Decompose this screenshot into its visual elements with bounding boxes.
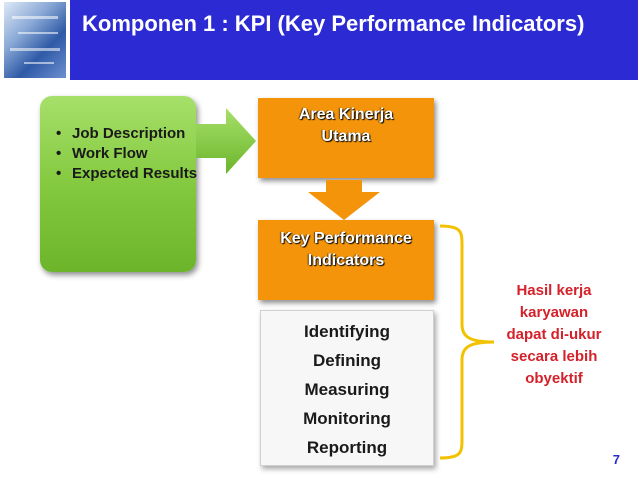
slide-title: Komponen 1 : KPI (Key Performance Indica… (82, 11, 585, 36)
list-item: Identifying (304, 322, 390, 341)
down-arrow-icon (308, 180, 380, 220)
list-item: Reporting (306, 438, 388, 457)
kpi-process-box: Identifying Defining Measuring Monitorin… (260, 310, 434, 466)
list-item: Monitoring (303, 409, 391, 428)
area-kinerja-box: Area Kinerja Utama (258, 98, 434, 178)
header-logo-image (4, 2, 66, 78)
area-kinerja-label: Area Kinerja Utama (298, 106, 394, 145)
title-bar: Komponen 1 : KPI (Key Performance Indica… (70, 0, 638, 80)
right-arrow-icon (196, 108, 256, 174)
list-item: Work Flow (52, 144, 202, 164)
kpi-box: Key Performance Indicators (258, 220, 434, 300)
slide-header: Komponen 1 : KPI (Key Performance Indica… (0, 0, 638, 84)
list-item: Measuring (304, 380, 390, 399)
list-item: Job Description (52, 124, 202, 144)
list-item: Defining (313, 351, 381, 370)
list-item: Expected Results (52, 164, 202, 184)
input-components-box: Job Description Work Flow Expected Resul… (40, 96, 197, 272)
result-text: Hasil kerja karyawan dapat di-ukur secar… (506, 282, 602, 387)
kpi-label: Key Performance Indicators (280, 230, 412, 269)
kpi-process-list: Identifying Defining Measuring Monitorin… (261, 311, 433, 462)
right-brace-icon (439, 224, 495, 460)
input-components-list: Job Description Work Flow Expected Resul… (40, 96, 197, 184)
page-number: 7 (612, 452, 620, 467)
